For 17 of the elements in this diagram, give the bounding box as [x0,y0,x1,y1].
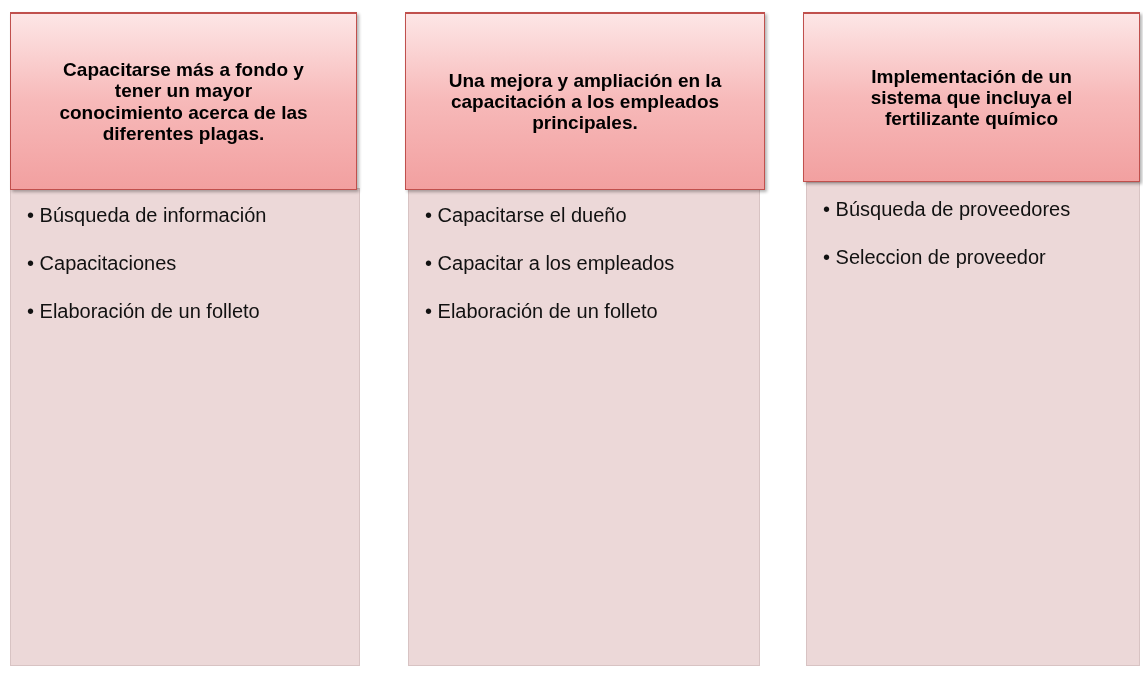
bullet-item: • Elaboración de un folleto [425,299,659,323]
bullet-item: • Capacitarse el dueño [425,203,628,227]
bullet-item: • Seleccion de proveedor [823,245,1047,269]
bullet-item: • Elaboración de un folleto [27,299,261,323]
header-text: Implementación de un sistema que incluya el fertilizante químico [869,65,1074,130]
bullet-item: • Búsqueda de proveedores [823,197,1072,221]
bullet-item: • Capacitar a los empleados [425,251,675,275]
bullet-item: • Búsqueda de información [27,203,268,227]
header-text: Una mejora y ampliación en la capacitación a los empleados principales. [447,69,723,134]
header-box [803,12,1140,182]
header-box [405,12,765,190]
bullet-item: • Capacitaciones [27,251,178,275]
content-panel [10,188,360,666]
header-text: Capacitarse más a fondo y tener un mayor conocimiento acerca de las diferentes plagas. [58,58,309,145]
content-panel [408,188,760,666]
header-box [10,12,357,190]
content-panel [806,182,1140,666]
